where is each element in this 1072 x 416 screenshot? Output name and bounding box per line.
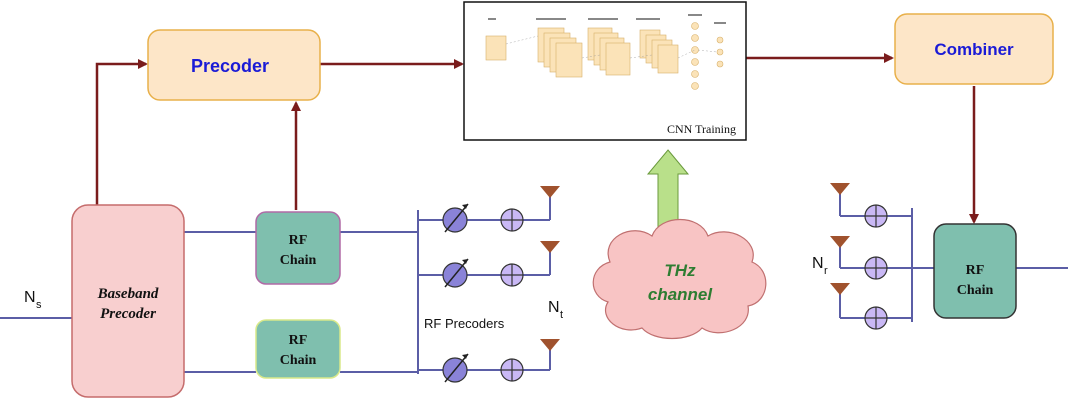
nr-symbol-base: N xyxy=(812,255,824,272)
combiner-label: Combiner xyxy=(934,40,1014,59)
ns-symbol-sub: s xyxy=(36,299,42,311)
antenna-icon xyxy=(540,186,560,198)
precoder-block: Precoder xyxy=(147,29,321,101)
phase-shifters xyxy=(442,203,469,383)
rf-precoders-label: RF Precoders xyxy=(424,316,505,331)
cnn-training-caption: CNN Training xyxy=(667,122,736,136)
rf-chain-label-line1: RF xyxy=(289,333,308,348)
rf-chain-tx-2: RF Chain xyxy=(255,319,341,379)
nt-symbol-sub: t xyxy=(560,309,563,321)
ns-symbol: N s xyxy=(24,289,42,311)
tx-antennas xyxy=(540,186,560,351)
bb-to-precoder-arrow xyxy=(95,59,148,205)
baseband-precoder-block: Baseband Precoder xyxy=(71,204,185,398)
nr-symbol: N r xyxy=(812,255,828,277)
antenna-icon xyxy=(830,236,850,248)
cnn-architecture-sketch xyxy=(485,14,726,90)
tx-adders xyxy=(500,208,524,382)
rf-chain-label-line1: RF xyxy=(966,263,985,278)
adder-icon xyxy=(500,358,524,382)
nt-symbol: N t xyxy=(548,299,563,321)
rf-chain-label-line2: Chain xyxy=(280,253,317,268)
adder-icon xyxy=(864,204,888,228)
thz-label-line1: THz xyxy=(664,261,696,280)
combiner-block: Combiner xyxy=(894,13,1054,85)
ns-symbol-base: N xyxy=(24,289,36,306)
adder-icon xyxy=(500,208,524,232)
thz-label-line2: channel xyxy=(648,285,714,304)
phase-shifter-icon xyxy=(442,258,469,288)
antenna-icon xyxy=(830,283,850,295)
precoder-label: Precoder xyxy=(191,56,269,76)
rf-chain-rx: RF Chain xyxy=(933,223,1017,319)
baseband-label-line1: Baseband xyxy=(97,286,159,302)
rf-chain-label-line2: Chain xyxy=(280,353,317,368)
adder-icon xyxy=(500,263,524,287)
baseband-label-line2: Precoder xyxy=(100,306,156,322)
adder-icon xyxy=(864,306,888,330)
nr-symbol-sub: r xyxy=(824,265,828,277)
phase-shifter-icon xyxy=(442,203,469,233)
thz-channel-cloud: THz channel xyxy=(592,218,767,339)
rf-chain-label-line1: RF xyxy=(289,233,308,248)
cnn-training-box: CNN Training xyxy=(463,1,747,141)
rf-chain-label-line2: Chain xyxy=(957,283,994,298)
rx-antennas xyxy=(830,183,850,295)
control-arrows xyxy=(95,53,979,224)
antenna-icon xyxy=(830,183,850,195)
antenna-icon xyxy=(540,339,560,351)
phase-shifter-icon xyxy=(442,353,469,383)
nt-symbol-base: N xyxy=(548,299,560,316)
rf-chain-tx-1: RF Chain xyxy=(255,211,341,285)
adder-icon xyxy=(864,256,888,280)
rx-adders xyxy=(864,204,888,330)
antenna-icon xyxy=(540,241,560,253)
